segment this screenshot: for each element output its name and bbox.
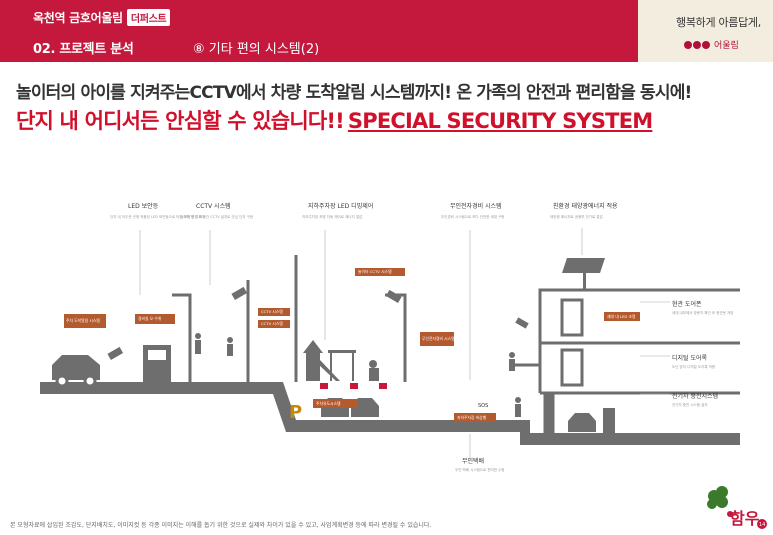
apartment-building xyxy=(510,288,740,437)
title-ev: 전기차 충전시스템 xyxy=(672,392,718,400)
brand-dot-icon xyxy=(693,40,701,49)
cctv-camera-icon xyxy=(107,286,529,360)
led-marker xyxy=(320,383,387,389)
title-led: LED 보안등 xyxy=(128,202,159,210)
leader-lines xyxy=(139,228,670,458)
desc-parking-led: 지하주차장 조명 자동 제어로 에너지 절감 xyxy=(302,214,363,219)
desc-cctv: 놀이터 및 주요 공간 CCTV 설치로 안심 단지 구현 xyxy=(180,214,253,219)
desc-security: 무인경비 시스템으로 보다 안전한 세대 구현 xyxy=(441,214,505,219)
headline-2-en: SPECIAL SECURITY SYSTEM xyxy=(347,109,653,133)
security-diagram: P LED 보안등 CCTV 시스템 지하주차장 LED 디밍제어 무인전자경비… xyxy=(40,202,740,472)
brand-logo: 어울림 xyxy=(684,38,739,51)
desc-solar: 태양광 에너지로 공용부 전기료 절감 xyxy=(550,214,604,219)
title-solar: 친환경 태양광에너지 적용 xyxy=(553,202,618,210)
playground xyxy=(303,340,379,381)
tag-security: 무인전자경비 시스템 xyxy=(422,336,455,341)
brand-panel: 행복하게 아름답게, 어울림 xyxy=(638,0,773,62)
sos-label: SOS xyxy=(478,403,488,409)
tag-guard: 경비실 오·수위 xyxy=(138,316,161,321)
tag-cctv1: CCTV 시스템 xyxy=(261,309,283,314)
title-digital: 디지털 도어록 xyxy=(672,354,708,362)
solar-panel-icon xyxy=(562,258,605,290)
desc-delivery: 무인 택배 시스템으로 편리한 수령 xyxy=(455,467,505,472)
title-parking-led: 지하주차장 LED 디밍제어 xyxy=(308,202,373,210)
title-security: 무인전자경비 시스템 xyxy=(450,202,502,210)
title-cctv: CCTV 시스템 xyxy=(196,203,231,210)
tag-lobby: 세대 내 LED 조명 xyxy=(607,314,636,319)
section-title: 02. 프로젝트 분석 xyxy=(33,42,134,57)
guard-house xyxy=(143,345,171,383)
page-number: 14 xyxy=(759,522,765,528)
project-badge: 더퍼스트 xyxy=(126,9,171,26)
project-name: 옥천역 금호어울림 xyxy=(33,11,123,25)
brand-dot-icon xyxy=(684,40,692,49)
title-delivery: 무인택배 xyxy=(462,457,484,465)
desc-lobby: 세대 내부에서 방문자 확인 후 현관문 개방 xyxy=(672,310,734,315)
headline-2: 단지 내 어디서든 안심할 수 있습니다!!SPECIAL SECURITY S… xyxy=(16,105,653,135)
footer-disclaimer: 본 모형자료에 삽입된 조감도, 단지배치도, 이미지컷 등 각종 이미지는 이… xyxy=(10,522,432,529)
tag-cctv1b: CCTV 시스템 xyxy=(261,321,283,326)
tag-cctv2: 놀이터 CCTV 시스템 xyxy=(358,269,392,274)
brand-clover-logo: 함우 14 xyxy=(707,486,767,529)
person-icon xyxy=(195,333,521,417)
parking-p-sign: P xyxy=(289,402,302,423)
headline-2-kr: 단지 내 어디서든 안심할 수 있습니다!! xyxy=(16,109,345,133)
brand-dot-icon xyxy=(702,40,710,49)
tag-car-arrival: 주차 도착알림 시스템 xyxy=(66,318,100,323)
brand-name: 어울림 xyxy=(714,41,739,51)
desc-ev: 전기차 충전 시스템 설치 xyxy=(672,402,708,407)
brand-slogan: 행복하게 아름답게, xyxy=(676,16,761,29)
tag-parking: 주차유도시스템 xyxy=(316,401,341,406)
ground xyxy=(40,382,740,445)
clover-icon xyxy=(707,486,728,509)
subsection-title: ⑧ 기타 편의 시스템(2) xyxy=(193,42,320,57)
tag-sos: 지하주차장 비상벨 xyxy=(457,415,487,420)
tag-boxes xyxy=(64,268,640,422)
headline-1: 놀이터의 아이를 지켜주는CCTV에서 차량 도착알림 시스템까지! 온 가족의… xyxy=(16,83,692,103)
desc-led: 단지 내 어두운 곳에 적용된 LED 보안등으로 야간 보행 안전 확보 xyxy=(110,214,206,219)
logo-text: 함우 xyxy=(730,509,760,528)
desc-digital: 도난 방지 디지털 도어록 적용 xyxy=(672,364,716,369)
car-icon xyxy=(52,355,100,388)
title-lobby: 현관 도어폰 xyxy=(672,300,702,308)
ev-charger-icon xyxy=(603,408,615,433)
